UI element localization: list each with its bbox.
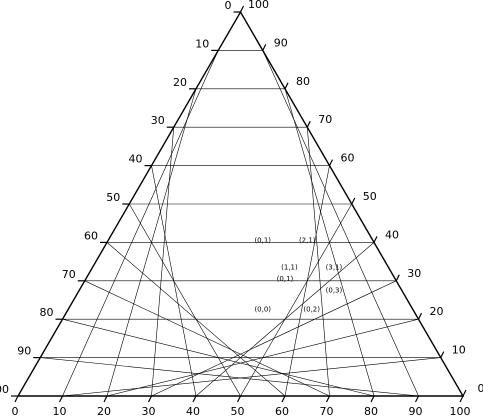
left-tick-label: 100 <box>0 383 9 396</box>
right-tick-label: 60 <box>341 152 355 165</box>
point-label: (3,1) <box>326 263 343 271</box>
right-tick-label: 40 <box>385 228 399 241</box>
right-tick <box>395 274 400 282</box>
bottom-tick-label: 30 <box>142 405 156 418</box>
point-label: (0,1) <box>277 275 294 283</box>
grid-line-parallel-left <box>262 50 419 397</box>
right-tick <box>351 197 356 205</box>
left-tick-label: 90 <box>17 345 31 358</box>
point-label: (0,1) <box>254 236 271 244</box>
grid-line-parallel-right <box>62 318 375 397</box>
point-label: (1,1) <box>281 263 298 271</box>
left-tick-label: 20 <box>173 76 187 89</box>
bottom-tick <box>103 395 108 403</box>
grid-line-parallel-left <box>284 165 330 397</box>
right-tick <box>284 82 289 90</box>
right-tick <box>373 236 378 243</box>
right-tick <box>306 120 311 128</box>
left-tick-label: 10 <box>195 37 209 50</box>
bottom-tick-label: 40 <box>186 405 200 418</box>
bottom-tick-label: 50 <box>231 405 245 418</box>
right-tick <box>462 389 467 397</box>
right-tick <box>417 312 423 320</box>
bottom-tick <box>147 395 153 403</box>
bottom-tick-label: 80 <box>364 405 378 418</box>
right-tick-label: 0 <box>478 382 483 395</box>
left-tick-label: 0 <box>225 0 232 12</box>
point-label: (0,0) <box>254 306 271 314</box>
grid-lines <box>40 50 441 397</box>
bottom-tick-label: 90 <box>409 405 423 418</box>
right-tick-label: 80 <box>296 75 310 88</box>
right-tick <box>328 159 334 166</box>
left-tick-label: 30 <box>151 114 165 127</box>
bottom-tick <box>459 395 464 403</box>
bottom-tick <box>281 395 286 403</box>
bottom-tick <box>192 395 197 403</box>
bottom-tick <box>236 395 242 403</box>
right-tick <box>262 44 267 51</box>
left-tick-label: 50 <box>106 191 120 204</box>
bottom-tick <box>325 395 331 403</box>
bottom-tick <box>58 395 64 403</box>
point-labels: (0,1) (2,1) (1,1) (3,1) (0,1) (0,3) (0,0) (0,2) <box>254 236 342 313</box>
left-tick-label: 70 <box>62 268 76 281</box>
right-tick-label: 10 <box>452 344 466 357</box>
point-label: (0,2) <box>303 306 320 314</box>
grid-line-parallel-right <box>106 242 286 397</box>
bottom-tick <box>370 395 375 403</box>
point-label: (0,3) <box>326 286 343 294</box>
bottom-tick-label: 100 <box>450 405 471 418</box>
right-tick-label: 100 <box>248 0 269 11</box>
bottom-tick <box>14 395 19 403</box>
grid-line-parallel-right <box>40 357 419 397</box>
left-tick-label: 40 <box>129 153 143 166</box>
right-tick <box>239 5 245 13</box>
bottom-tick-label: 10 <box>53 405 67 418</box>
grid-line-parallel-right <box>84 280 330 397</box>
right-tick-label: 90 <box>274 36 288 49</box>
grid-line-parallel-left <box>284 88 375 397</box>
left-tick-label: 60 <box>84 229 98 242</box>
grid-line-parallel-left <box>240 203 353 397</box>
tick-marks <box>11 5 467 403</box>
grid-line-parallel-left <box>306 127 330 397</box>
left-tick-label: 80 <box>40 306 54 319</box>
bottom-tick-label: 60 <box>275 405 289 418</box>
right-tick-label: 70 <box>318 113 332 126</box>
bottom-tick-label: 20 <box>97 405 111 418</box>
bottom-tick <box>414 395 420 403</box>
right-tick-label: 50 <box>363 190 377 203</box>
bottom-tick-label: 70 <box>320 405 334 418</box>
grid-line-parallel-right <box>128 203 241 397</box>
right-tick <box>440 351 445 358</box>
right-tick-label: 20 <box>430 305 444 318</box>
right-tick-label: 30 <box>407 267 421 280</box>
point-label: (2,1) <box>299 236 316 244</box>
bottom-tick-label: 0 <box>12 405 19 418</box>
